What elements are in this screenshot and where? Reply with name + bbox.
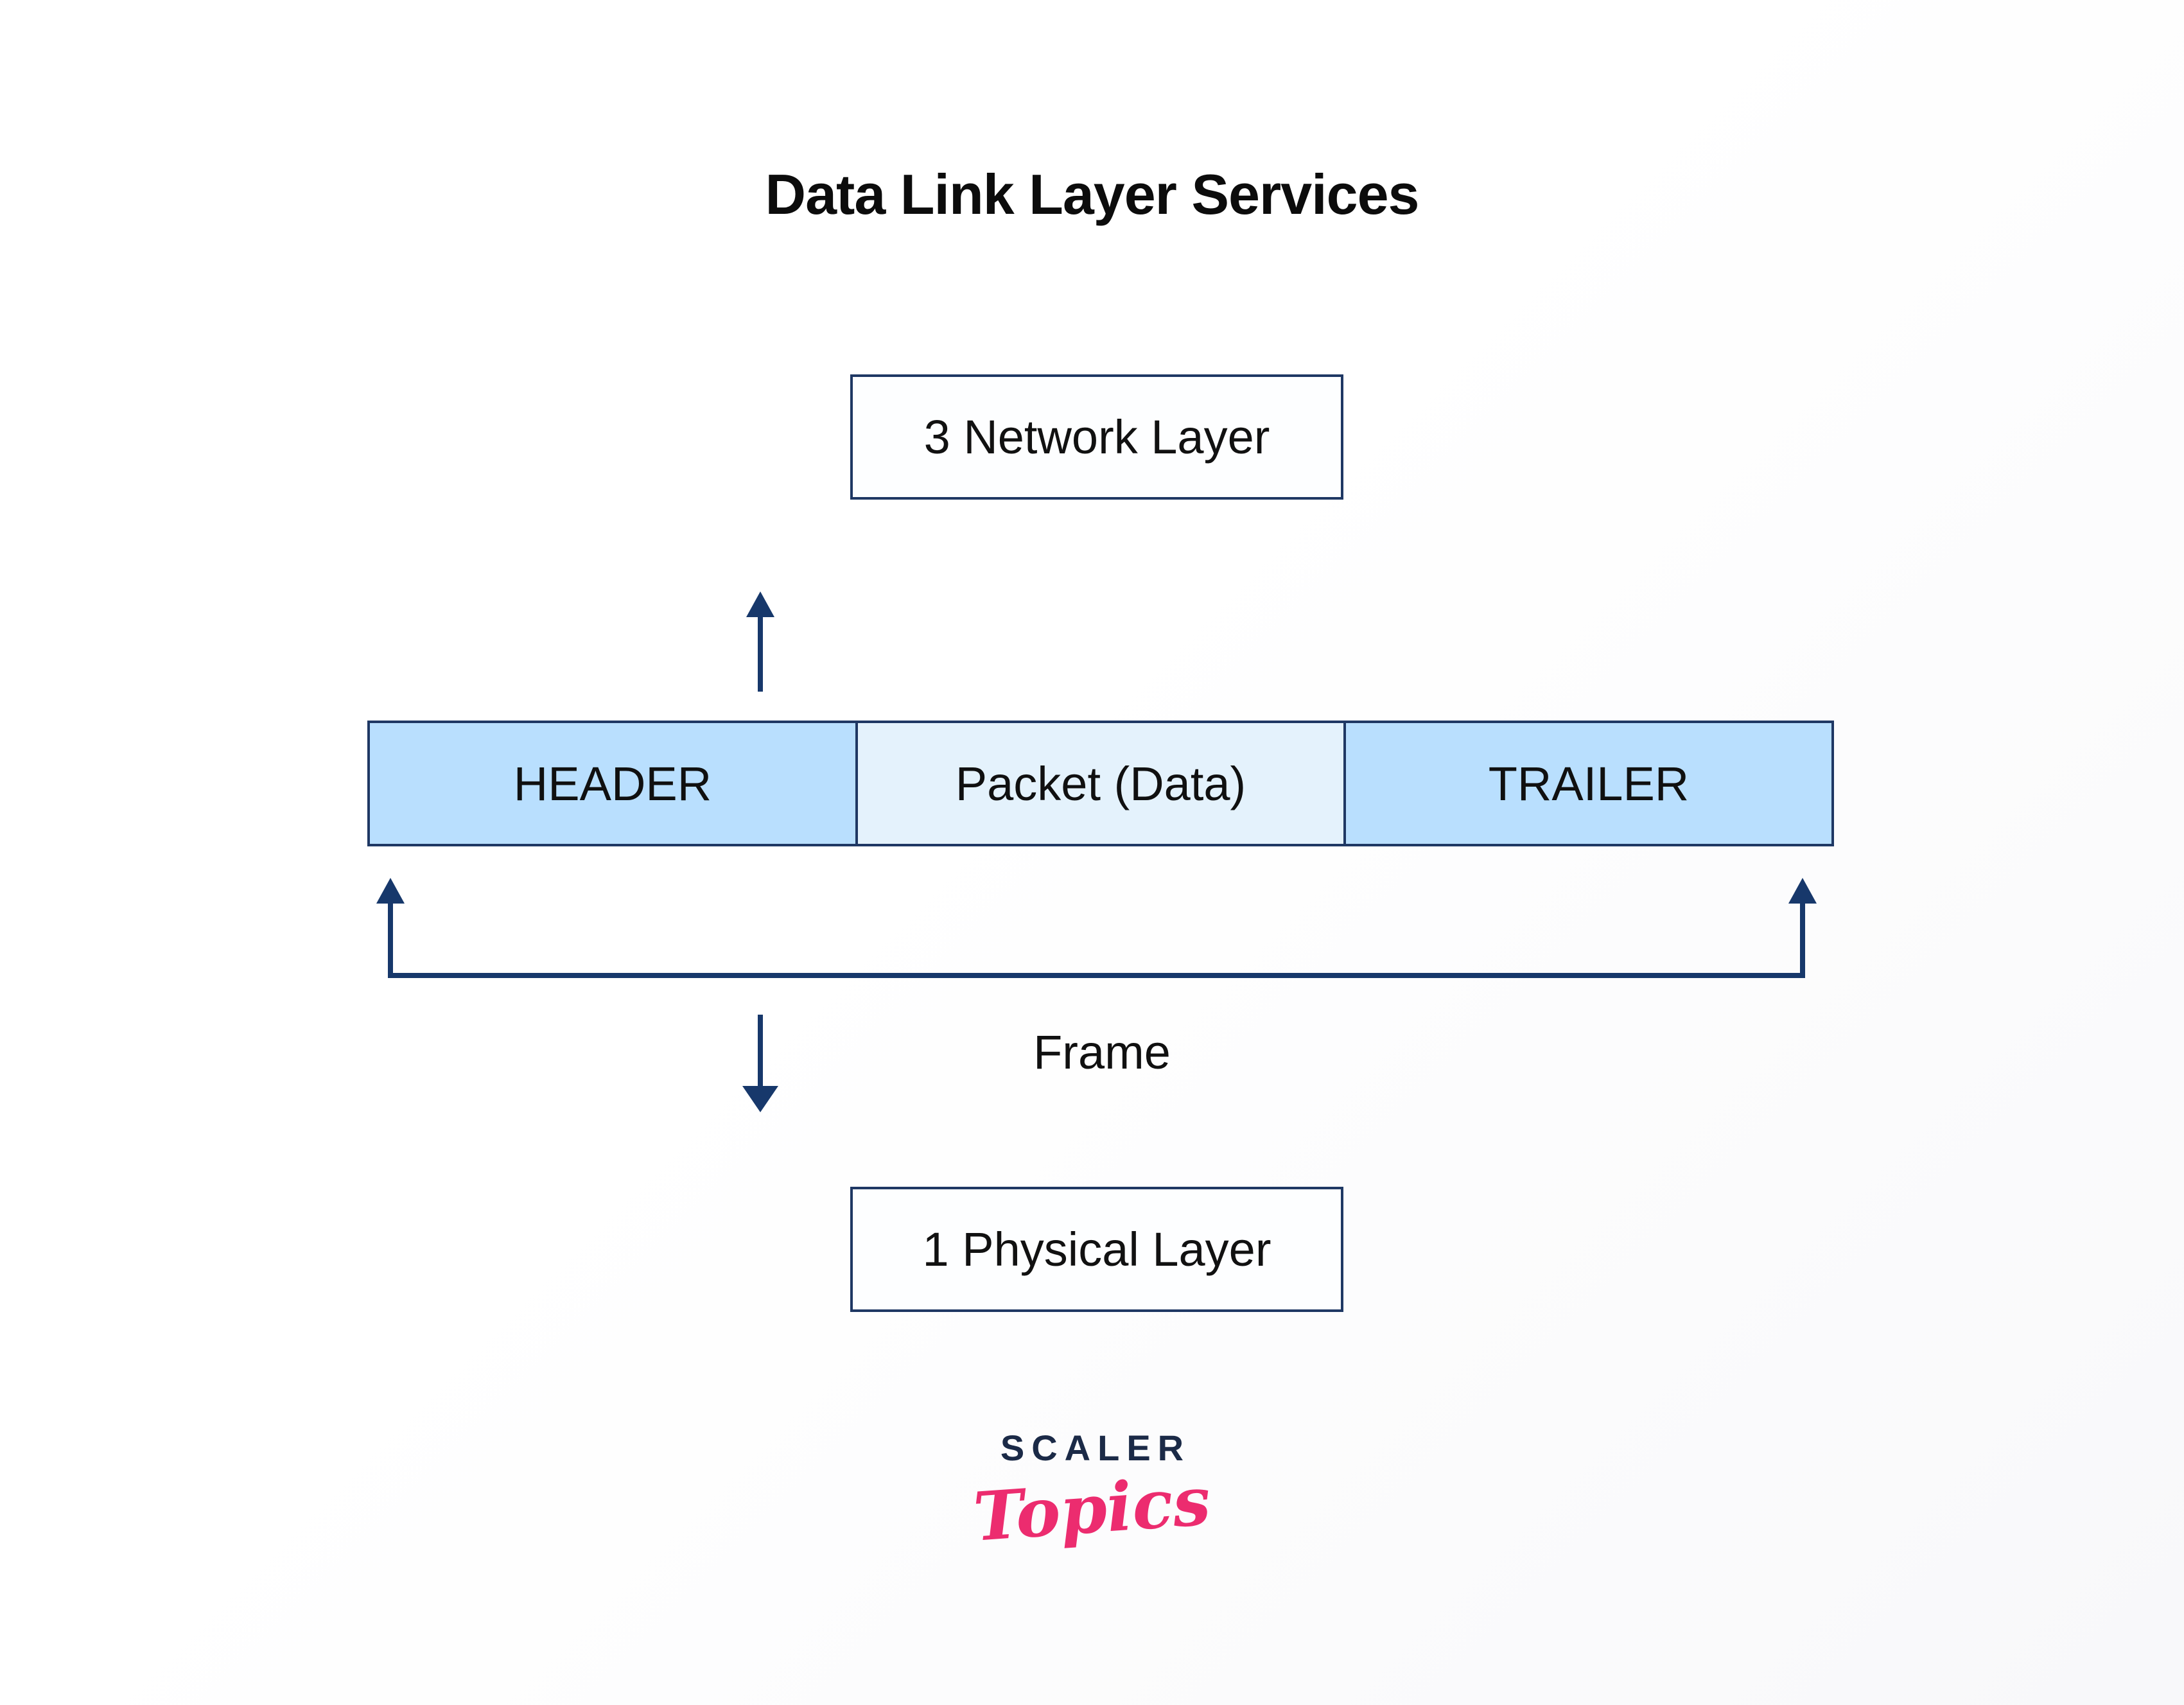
frame-trailer-cell: TRAILER	[1343, 723, 1831, 844]
up-arrow-icon	[746, 591, 774, 692]
logo-topics-text: Topics	[971, 1461, 1213, 1557]
logo-scaler-text: SCALER	[1000, 1428, 1191, 1468]
header-cell-label: HEADER	[513, 756, 712, 810]
physical-layer-box: 1 Physical Layer	[850, 1187, 1343, 1312]
down-arrow-icon	[742, 1015, 778, 1112]
packet-cell-label: Packet (Data)	[955, 756, 1246, 810]
frame-label: Frame	[1033, 1026, 1171, 1079]
page-title: Data Link Layer Services	[765, 162, 1420, 226]
frame-bar: HEADER Packet (Data) TRAILER	[367, 721, 1834, 846]
physical-layer-label: 1 Physical Layer	[922, 1223, 1271, 1276]
network-layer-label: 3 Network Layer	[923, 410, 1270, 464]
frame-packet-cell: Packet (Data)	[855, 723, 1343, 844]
trailer-cell-label: TRAILER	[1488, 756, 1690, 810]
frame-header-cell: HEADER	[370, 723, 855, 844]
network-layer-box: 3 Network Layer	[850, 374, 1343, 500]
frame-bracket	[376, 878, 1817, 978]
scaler-topics-logo: SCALER Topics	[0, 1427, 2184, 1557]
